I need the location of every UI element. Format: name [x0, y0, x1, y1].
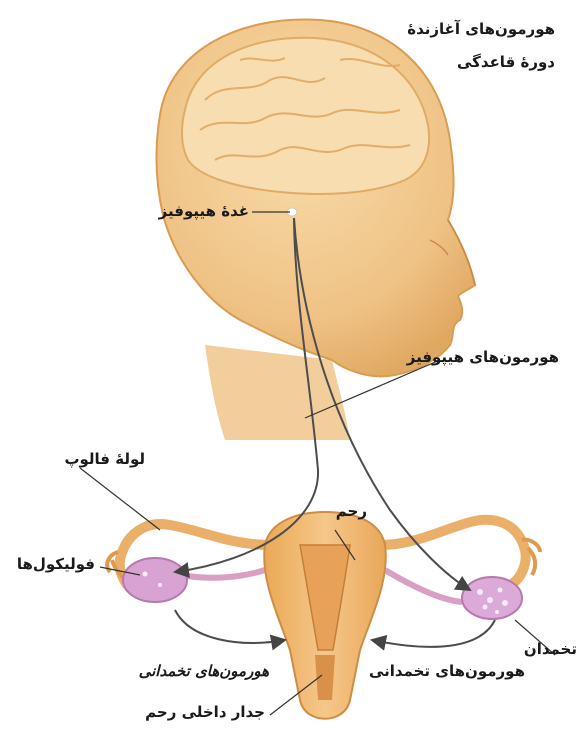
label-endometrium: جدار داخلی رحم — [145, 703, 265, 721]
label-fallopian-tube: لولهٔ فالوپ — [64, 450, 145, 468]
reproductive-organs — [107, 512, 540, 719]
left-ovary — [123, 558, 187, 602]
leader-fallopian-tube — [80, 468, 160, 530]
right-fallopian-tube — [380, 520, 526, 585]
label-pituitary-hormones: هورمون‌های هیپوفیز — [407, 348, 559, 366]
right-ovarian-ligament — [385, 570, 462, 602]
head-figure — [157, 20, 475, 440]
title-line-2: دورهٔ قاعدگی — [457, 53, 555, 71]
left-ovarian-ligament — [180, 570, 265, 578]
label-ovarian-hormones-right: هورمون‌های تخمدانی — [369, 662, 525, 680]
label-follicles: فولیکول‌ها — [17, 555, 95, 573]
left-ovary-to-uterus-arrow — [175, 610, 285, 643]
label-ovarian-hormones-left: هورمون‌های تخمدانی — [139, 662, 269, 680]
label-uterus: رحم — [336, 502, 367, 520]
label-pituitary-gland: غدهٔ هیپوفیز — [159, 202, 249, 220]
label-ovary: تخمدان — [524, 640, 577, 658]
title-line-1: هورمون‌های آغازندهٔ — [407, 20, 555, 38]
right-ovary-to-uterus-arrow — [372, 620, 495, 647]
